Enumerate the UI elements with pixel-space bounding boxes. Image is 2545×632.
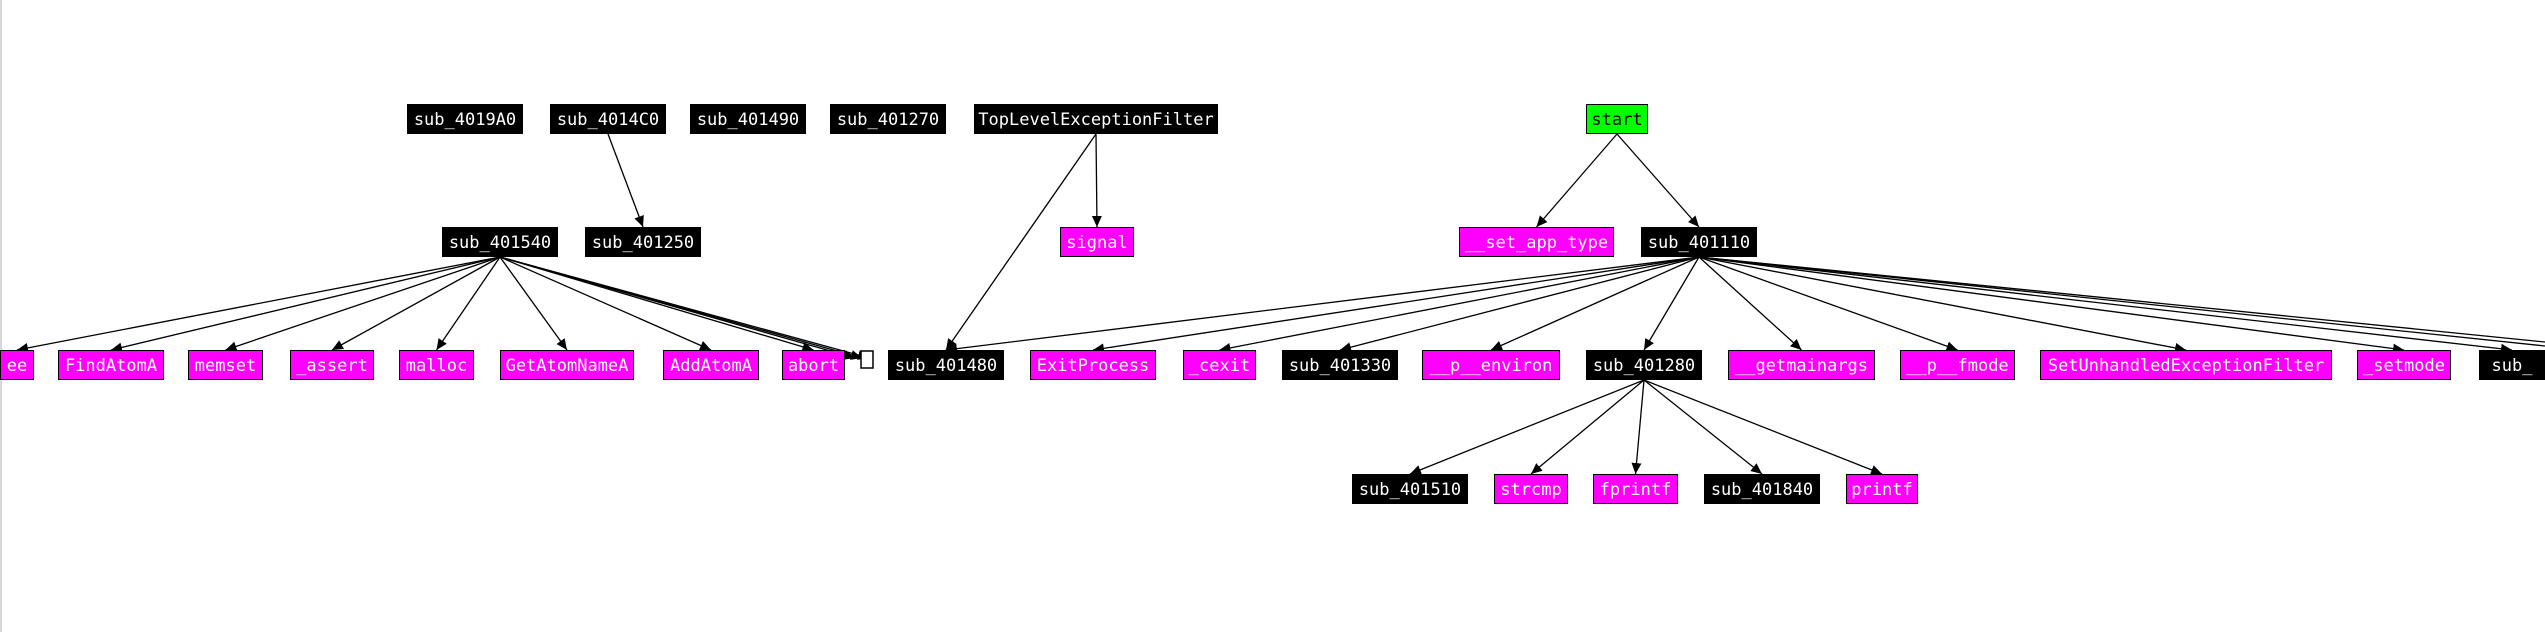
edge-sub_401110-to-sub_401480: [945, 256, 1700, 354]
collapsed-group-box[interactable]: [860, 350, 874, 369]
edge-sub_401540-to-AddAtomA: [499, 256, 712, 351]
edge-start-to-sub_401110: [1616, 133, 1700, 228]
node-sub-401330[interactable]: sub_401330: [1282, 350, 1398, 380]
edge-sub_401110-to-_setmode: [1698, 256, 2405, 354]
node-sub-401250[interactable]: sub_401250: [585, 227, 701, 257]
node-sub-401490[interactable]: sub_401490: [690, 104, 806, 134]
node-set-unhandled-exception-filter[interactable]: SetUnhandledExceptionFilter: [2040, 350, 2332, 380]
edge-sub_401110-to-__p__fmode: [1698, 256, 1958, 351]
node-sub-401480[interactable]: sub_401480: [888, 350, 1004, 380]
edge-sub_401540-to-memset: [225, 256, 501, 352]
node-setmode[interactable]: _setmode: [2357, 350, 2451, 380]
edge-sub_401110-to-sub_401330: [1339, 256, 1700, 353]
node-getmainargs[interactable]: __getmainargs: [1728, 350, 1875, 380]
edge-sub_401110-to-ExitProcess: [1092, 256, 1700, 354]
node-strcmp[interactable]: strcmp: [1494, 474, 1568, 504]
node-set-app-type[interactable]: __set_app_type: [1459, 227, 1614, 257]
edge-sub_401110-to-offscreen-r1: [1698, 256, 2545, 343]
edge-sub_401110-to-sub_trunc: [1698, 256, 2513, 354]
node-sub-401110[interactable]: sub_401110: [1641, 227, 1757, 257]
edge-sub_401110-to-_cexit: [1219, 256, 1700, 353]
edge-sub_401540-to-ee: [16, 256, 501, 353]
edge-sub_401110-to-sub_401280: [1643, 256, 1700, 351]
edge-sub_401280-to-strcmp: [1530, 379, 1645, 475]
edge-sub_401540-to-offscreen-c: [499, 256, 870, 360]
node-top-level-exception-filter[interactable]: TopLevelExceptionFilter: [974, 104, 1218, 134]
node-sub-401540[interactable]: sub_401540: [442, 227, 558, 257]
edge-sub_401540-to-GetAtomNameA: [499, 256, 568, 351]
node-sub-401840[interactable]: sub_401840: [1704, 474, 1820, 504]
edge-sub_401540-to-_assert: [331, 256, 501, 351]
node-ee-truncated[interactable]: ee: [0, 350, 34, 380]
node-sub-4014c0[interactable]: sub_4014C0: [550, 104, 666, 134]
edge-sub_401110-to-SetUnhandledExceptionFilter: [1698, 256, 2187, 353]
node-find-atom-a[interactable]: FindAtomA: [58, 350, 164, 380]
node-p-environ[interactable]: __p__environ: [1422, 350, 1560, 380]
node-exit-process[interactable]: ExitProcess: [1030, 350, 1156, 380]
node-sub-401280[interactable]: sub_401280: [1586, 350, 1702, 380]
edge-sub_401110-to-__p__environ: [1490, 256, 1700, 351]
canvas-left-border: [0, 0, 2, 632]
node-malloc[interactable]: malloc: [399, 350, 474, 380]
edge-sub_401280-to-sub_401840: [1643, 379, 1763, 475]
edge-sub_401110-to-offscreen-r2: [1698, 256, 2545, 347]
node-p-fmode[interactable]: __p__fmode: [1900, 350, 2015, 380]
node-start[interactable]: start: [1586, 104, 1648, 134]
edge-sub_401540-to-malloc: [435, 256, 501, 351]
edge-sub_401280-to-printf: [1643, 379, 1883, 475]
node-memset[interactable]: memset: [188, 350, 263, 380]
node-cexit[interactable]: _cexit: [1183, 350, 1256, 380]
node-assert[interactable]: _assert: [290, 350, 374, 380]
node-sub-401270[interactable]: sub_401270: [830, 104, 946, 134]
node-get-atom-name-a[interactable]: GetAtomNameA: [500, 350, 634, 380]
edge-sub_401280-to-sub_401510: [1409, 379, 1645, 475]
edge-start-to-__set_app_type: [1536, 133, 1618, 228]
node-fprintf[interactable]: fprintf: [1593, 474, 1678, 504]
node-sub-truncated[interactable]: sub_: [2479, 350, 2545, 380]
edge-sub_401110-to-__getmainargs: [1698, 256, 1802, 351]
node-abort[interactable]: abort: [782, 350, 845, 380]
node-sub-401510[interactable]: sub_401510: [1352, 474, 1468, 504]
node-sub-4019a0[interactable]: sub_4019A0: [407, 104, 523, 134]
edge-sub_401540-to-FindAtomA: [110, 256, 501, 353]
node-add-atom-a[interactable]: AddAtomA: [663, 350, 759, 380]
edge-TopLevelExceptionFilter-to-sub_401480: [945, 133, 1097, 351]
node-signal[interactable]: signal: [1060, 227, 1134, 257]
edge-sub_401280-to-fprintf: [1631, 379, 1645, 475]
edge-sub_4014C0-to-sub_401250: [607, 133, 644, 228]
node-printf[interactable]: printf: [1846, 474, 1918, 504]
edge-TopLevelExceptionFilter-to-signal: [1091, 133, 1102, 228]
